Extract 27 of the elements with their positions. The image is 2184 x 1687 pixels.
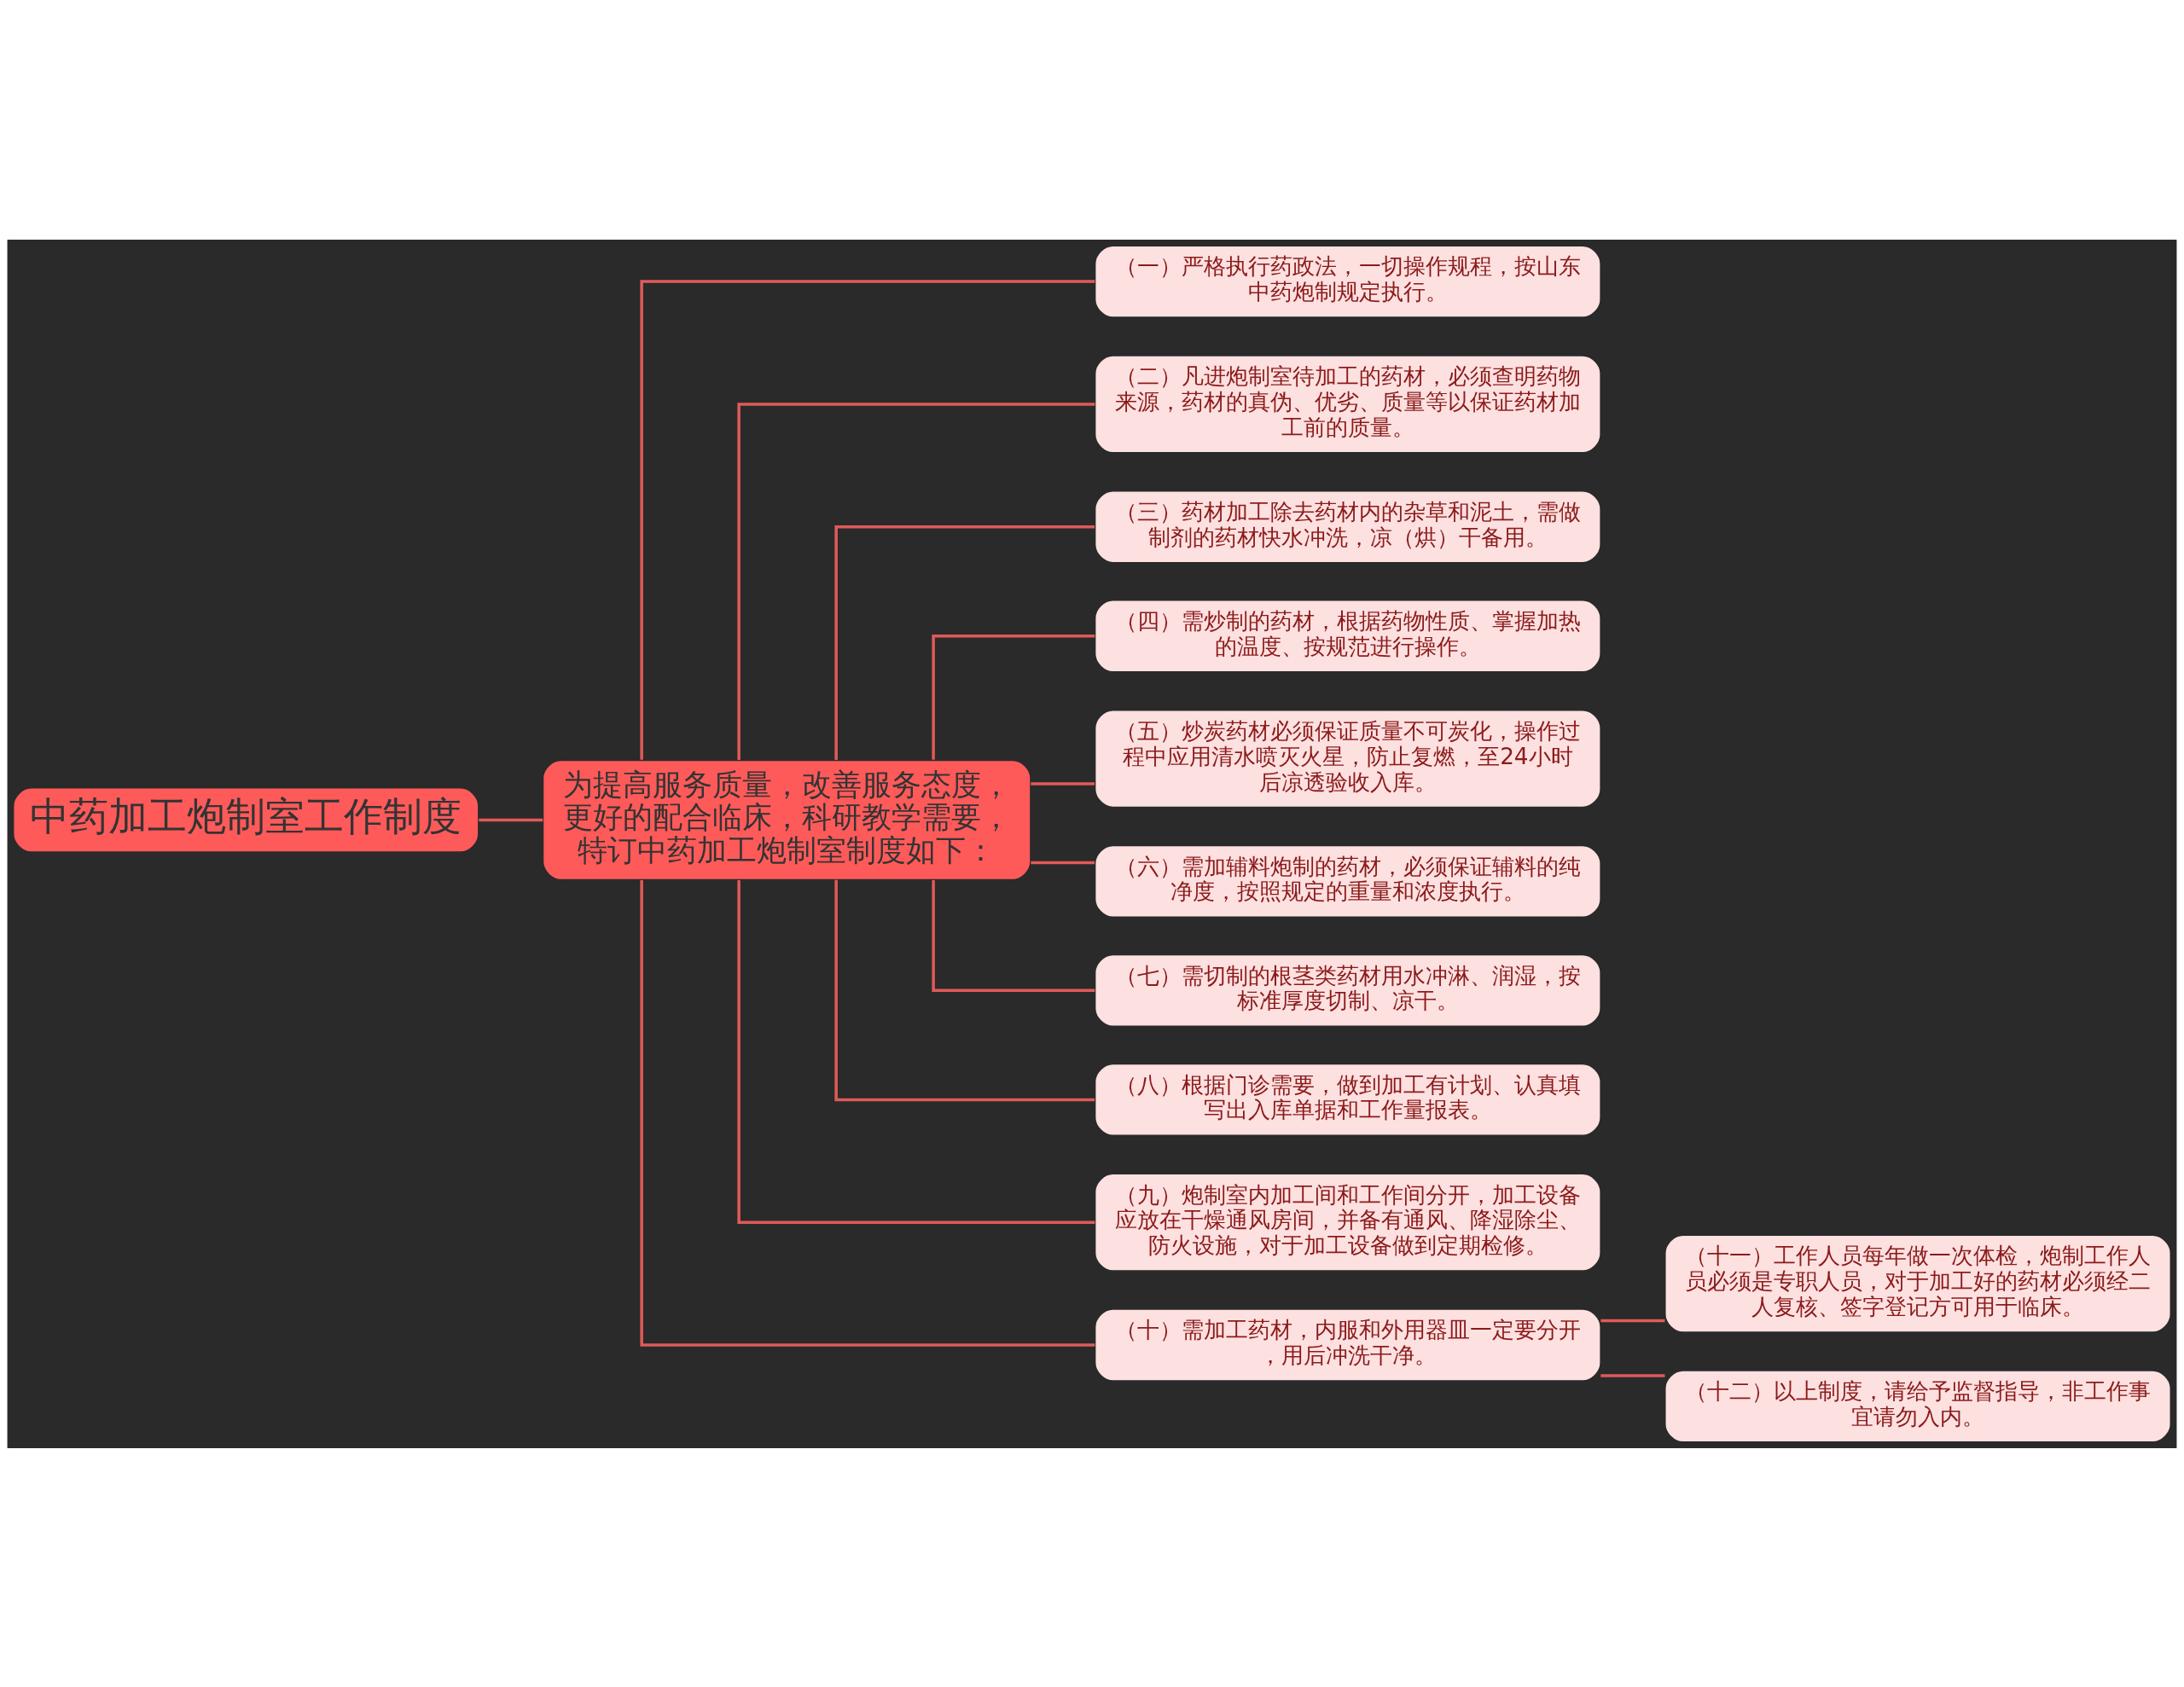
connector	[932, 634, 1095, 760]
node-box: （七）需切制的根茎类药材用水冲淋、润湿，按标准厚度切制、凉干。	[1094, 953, 1602, 1027]
node-box: （一）严格执行药政法，一切操作规程，按山东中药炮制规定执行。	[1094, 244, 1602, 318]
node-box: （十二）以上制度，请给予监督指导，非工作事宜请勿入内。	[1664, 1369, 2172, 1443]
node-box: （十一）工作人员每年做一次体检，炮制工作人员必须是专职人员，对于加工好的药材必须经二人复核、签字登记方可用于临床。	[1664, 1233, 2172, 1333]
connector	[737, 402, 1095, 760]
connector	[640, 279, 1095, 760]
connector	[834, 879, 1095, 1101]
node-box: （四）需炒制的药材，根据药物性质、掌握加热的温度、按规范进行操作。	[1094, 599, 1602, 673]
connector	[640, 879, 1095, 1347]
connector	[737, 879, 1095, 1224]
node-box: （三）药材加工除去药材内的杂草和泥土，需做制剂的药材快水冲洗，凉（烘）干备用。	[1094, 490, 1602, 564]
connector	[1600, 1319, 1665, 1322]
connector	[1031, 781, 1095, 786]
connector	[479, 818, 543, 821]
node-box: （八）根据门诊需要，做到加工有计划、认真填写出入库单据和工作量报表。	[1094, 1062, 1602, 1136]
node-box: 中药加工炮制室工作制度	[12, 786, 479, 853]
connector	[834, 525, 1095, 760]
node-box: （十）需加工药材，内服和外用器皿一定要分开，用后冲洗干净。	[1094, 1307, 1602, 1382]
node-box: （二）凡进炮制室待加工的药材，必须查明药物来源，药材的真伪、优劣、质量等以保证药材加工前的质量。	[1094, 354, 1602, 454]
connector	[1031, 861, 1095, 864]
connector	[932, 879, 1095, 992]
connector	[1600, 1373, 1665, 1377]
node-box: （五）炒炭药材必须保证质量不可炭化，操作过程中应用清水喷灭火星，防止复燃，至24小时后凉透验收入库。	[1094, 709, 1602, 808]
node-box: （九）炮制室内加工间和工作间分开，加工设备应放在干燥通风房间，并备有通风、降湿除尘、防火设施，对于加工设备做到定期检修。	[1094, 1172, 1602, 1272]
node-box: 为提高服务质量，改善服务态度，更好的配合临床，科研教学需要，特订中药加工炮制室制度如下：	[542, 758, 1031, 880]
node-box: （六）需加辅料炮制的药材，必须保证辅料的纯净度，按照规定的重量和浓度执行。	[1094, 844, 1602, 918]
